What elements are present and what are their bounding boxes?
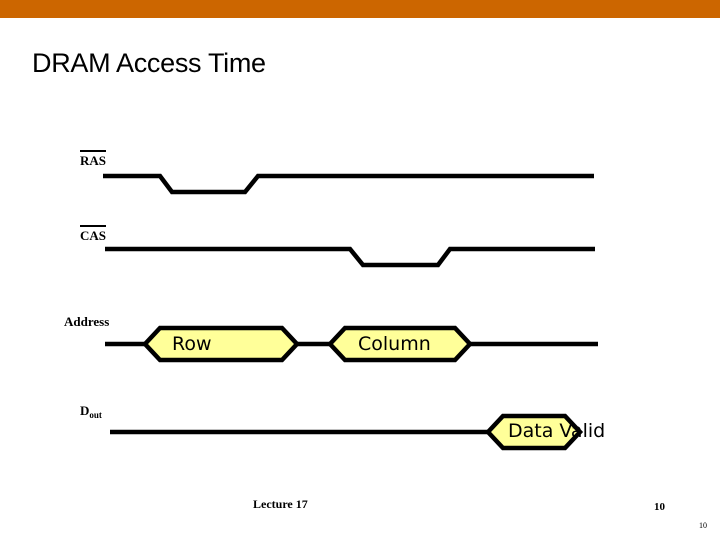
slide-accent-bar [0, 0, 720, 18]
bus-shape-data-valid [484, 413, 584, 451]
page-title: DRAM Access Time [32, 48, 266, 78]
address-label-text: Address [64, 314, 110, 329]
bus-label-row: Row [172, 333, 212, 355]
footer-page-number: 10 [654, 501, 665, 513]
bus-shape-column [326, 325, 474, 363]
signal-label-dout: Dout [80, 403, 102, 420]
footer-lecture-label: Lecture 17 [253, 497, 308, 511]
cas-overbar [80, 225, 107, 227]
ras-overbar [80, 150, 107, 152]
footer-page-number-small: 10 [699, 521, 707, 530]
dout-label-text: D [80, 403, 90, 418]
signal-label-cas: CAS [80, 225, 107, 244]
cas-waveform [105, 246, 595, 268]
ras-label-text: RAS [80, 153, 107, 168]
signal-label-ras: RAS [80, 150, 107, 169]
dout-label-subscript: out [89, 410, 102, 420]
bus-shape-row [141, 325, 301, 363]
cas-label-text: CAS [80, 228, 107, 243]
bus-label-data-valid: Data Valid [508, 420, 606, 442]
ras-waveform [103, 173, 594, 195]
bus-label-column: Column [358, 333, 431, 355]
signal-label-address: Address [64, 314, 109, 330]
